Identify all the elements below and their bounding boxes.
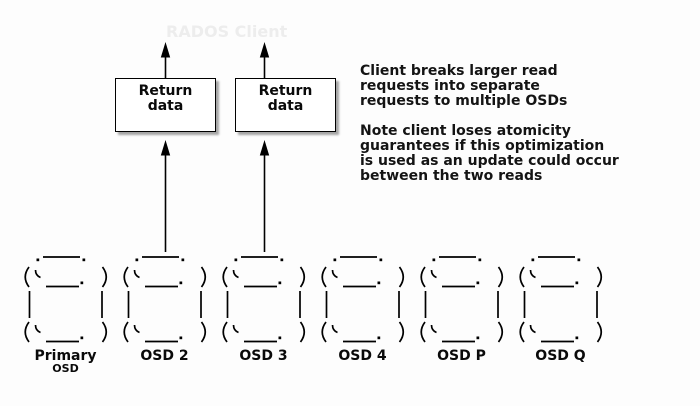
return-data-box-2: Return data	[235, 78, 336, 132]
osd-4: OSD 4	[313, 250, 412, 363]
rados-client-watermark: RADOS Client	[166, 22, 288, 41]
osd-primary: Primary OSD	[16, 250, 115, 375]
up-arrow-left	[160, 42, 171, 79]
osd-label: OSD P	[437, 348, 486, 364]
arrow-head	[160, 42, 171, 58]
osd-label: OSD 4	[338, 348, 387, 364]
osd-sublabel: OSD	[52, 362, 79, 375]
osd-label: OSD 3	[239, 348, 288, 364]
osd-label: Primary	[34, 348, 97, 364]
osd-2: OSD 2	[115, 250, 214, 363]
osd-label: OSD 2	[140, 348, 189, 364]
osd-3: OSD 3	[214, 250, 313, 363]
read-arrow-right	[259, 140, 270, 252]
up-arrow-right	[259, 42, 270, 79]
read-arrow-left	[160, 140, 171, 252]
disk-cylinder-icon	[420, 256, 504, 343]
note-atomicity: Note client loses atomicity guarantees i…	[360, 123, 619, 184]
osd-label: OSD Q	[535, 348, 586, 364]
arrow-head	[160, 140, 171, 156]
arrow-head	[259, 140, 270, 156]
disk-cylinder-icon	[321, 256, 405, 343]
disk-cylinder-icon	[24, 256, 108, 343]
note-read-splitting: Client breaks larger read requests into …	[360, 63, 568, 109]
disk-cylinder-icon	[222, 256, 306, 343]
osd-q: OSD Q	[511, 250, 610, 363]
return-data-box-1: Return data	[115, 78, 216, 132]
osd-p: OSD P	[412, 250, 511, 363]
arrow-head	[259, 42, 270, 58]
disk-cylinder-icon	[519, 256, 603, 343]
disk-cylinder-icon	[123, 256, 207, 343]
